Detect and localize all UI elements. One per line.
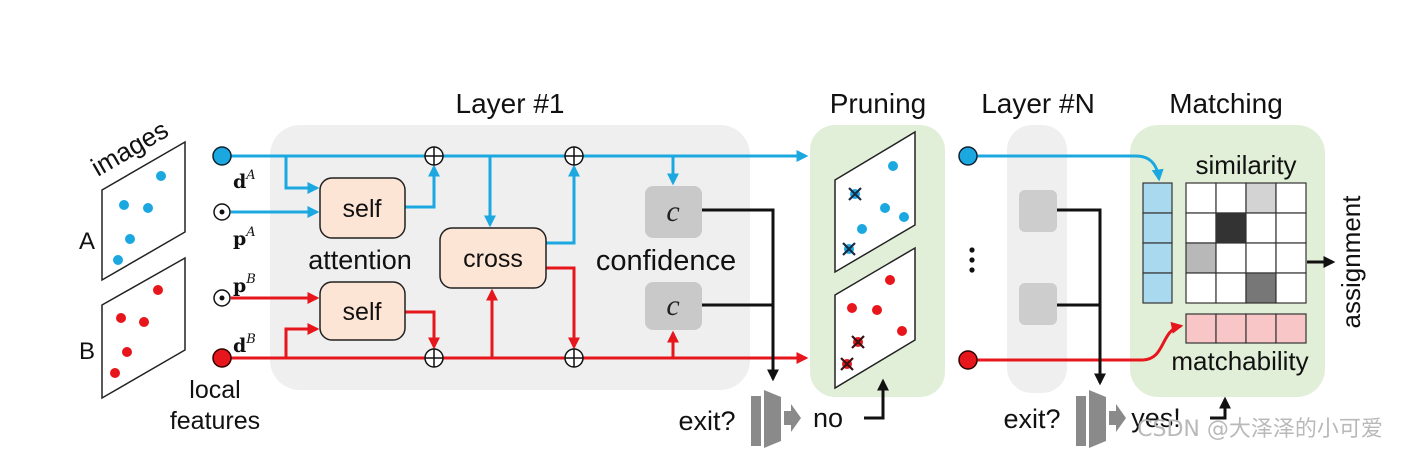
arrow bbox=[546, 266, 580, 350]
exit-answer-no: no bbox=[813, 403, 843, 433]
image-b-label: B bbox=[79, 338, 95, 365]
position-b-label: pB bbox=[233, 272, 256, 297]
image-b bbox=[101, 256, 186, 400]
similarity-column bbox=[1142, 182, 1173, 304]
stream-a-line bbox=[968, 154, 1164, 182]
pruned-mark bbox=[851, 335, 865, 349]
similarity-label: similarity bbox=[1195, 150, 1296, 180]
attention-label: attention bbox=[308, 245, 412, 275]
feature-point bbox=[143, 203, 153, 213]
feature-point bbox=[880, 203, 890, 213]
feature-point bbox=[872, 305, 882, 315]
layer1-title: Layer #1 bbox=[456, 88, 565, 119]
ellipsis-icon bbox=[969, 247, 975, 273]
position-a-label: pA bbox=[233, 225, 256, 250]
add-node bbox=[564, 348, 584, 368]
self-attention-b: self bbox=[319, 281, 406, 341]
local-features-label: local bbox=[189, 376, 240, 404]
add-node bbox=[424, 146, 444, 166]
feature-point bbox=[125, 234, 135, 244]
watermark: CSDN @大泽泽的小可爱 bbox=[1137, 417, 1383, 442]
exit-icon bbox=[751, 390, 801, 448]
assignment-label: assignment bbox=[1336, 195, 1366, 329]
feature-point bbox=[857, 224, 867, 234]
descriptor-b-node bbox=[958, 350, 978, 370]
layerN-block bbox=[1007, 125, 1067, 393]
arrow bbox=[702, 208, 779, 382]
confidence-b: c bbox=[645, 282, 702, 330]
descriptor-b-label: dB bbox=[233, 332, 256, 357]
arrow bbox=[546, 164, 580, 245]
layerN-confidence-b bbox=[1019, 283, 1057, 325]
similarity-matrix bbox=[1185, 182, 1307, 304]
position-a-node bbox=[213, 203, 231, 221]
confidence-a: c bbox=[645, 186, 702, 238]
add-node bbox=[424, 348, 444, 368]
layerN-confidence-a bbox=[1019, 190, 1057, 232]
add-node bbox=[564, 146, 584, 166]
self-attention-a: self bbox=[319, 177, 406, 239]
exit-answer-yes: yes! bbox=[1131, 403, 1181, 433]
stream-b-line bbox=[968, 321, 1184, 362]
feature-point bbox=[122, 347, 132, 357]
descriptor-a-node bbox=[958, 146, 978, 166]
matchability-row bbox=[1185, 313, 1307, 344]
feature-point bbox=[885, 275, 895, 285]
exit-label: exit? bbox=[1003, 404, 1060, 434]
descriptor-b-node bbox=[212, 348, 232, 368]
pruned-image-a bbox=[834, 130, 916, 274]
feature-point bbox=[119, 200, 129, 210]
arrow bbox=[1057, 208, 1106, 386]
pruned-mark bbox=[842, 242, 856, 256]
feature-point bbox=[156, 171, 166, 181]
feature-point bbox=[888, 161, 898, 171]
matching-title: Matching bbox=[1169, 88, 1283, 119]
descriptor-a-label: dA bbox=[233, 168, 256, 193]
feature-point bbox=[897, 326, 907, 336]
exit-label: exit? bbox=[678, 406, 735, 436]
feature-point bbox=[110, 368, 120, 378]
matchability-label: matchability bbox=[1171, 346, 1308, 376]
exit-icon bbox=[1076, 390, 1126, 448]
confidence-label: confidence bbox=[596, 245, 736, 277]
self-label: self bbox=[343, 195, 382, 223]
pruned-image-b bbox=[834, 246, 916, 390]
arrow bbox=[405, 310, 440, 350]
pruned-mark bbox=[848, 187, 862, 201]
confidence-symbol: c bbox=[666, 289, 679, 322]
arrow bbox=[405, 164, 440, 209]
image-a-label: A bbox=[79, 228, 95, 255]
cross-label: cross bbox=[463, 245, 523, 273]
pruned-mark bbox=[840, 357, 854, 371]
position-b-node bbox=[213, 289, 231, 307]
image-a bbox=[101, 140, 186, 282]
feature-point bbox=[847, 303, 857, 313]
descriptor-a-node bbox=[212, 146, 232, 166]
feature-point bbox=[899, 212, 909, 222]
pruning-title: Pruning bbox=[830, 88, 927, 119]
local-features-label: features bbox=[170, 407, 260, 435]
feature-point bbox=[153, 285, 163, 295]
self-label: self bbox=[343, 298, 382, 326]
confidence-symbol: c bbox=[666, 195, 679, 228]
layerN-title: Layer #N bbox=[981, 88, 1095, 119]
arrow bbox=[284, 156, 320, 194]
feature-point bbox=[139, 317, 149, 327]
image-b-frame bbox=[101, 256, 186, 400]
feature-point bbox=[116, 313, 126, 323]
arrow bbox=[864, 378, 889, 420]
cross-attention: cross bbox=[439, 227, 547, 289]
arrow bbox=[1210, 396, 1231, 420]
feature-point bbox=[113, 255, 123, 265]
arrow bbox=[284, 323, 320, 358]
